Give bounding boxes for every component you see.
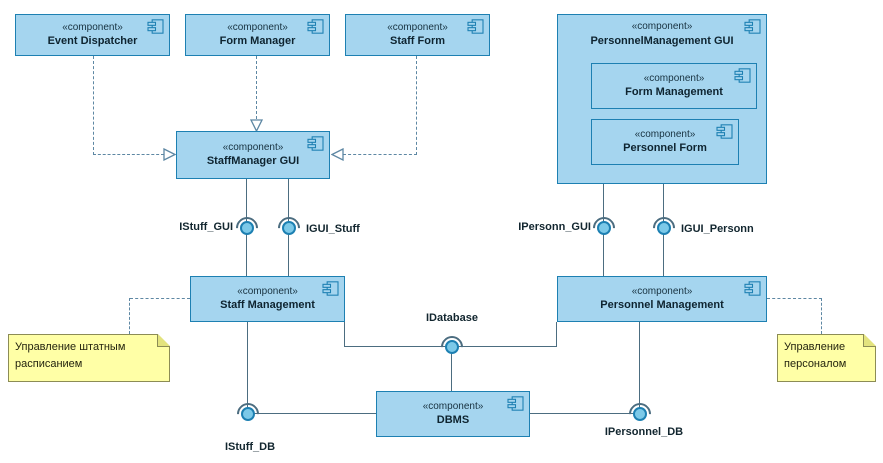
dependency-line-staff-form-v [416, 56, 417, 155]
note-staff-management[interactable]: Управление штатным расписанием [8, 334, 170, 382]
ball-igui-stuff-icon[interactable] [282, 221, 296, 235]
component-name-label: StaffManager GUI [206, 155, 300, 168]
component-icon [467, 19, 484, 34]
component-icon [147, 19, 164, 34]
component-icon [307, 19, 324, 34]
ball-ipersonn-gui-icon[interactable] [597, 221, 611, 235]
dependency-line-event-dispatcher-h [93, 154, 164, 155]
stereotype-label: «component» [237, 285, 298, 297]
note-text: Управление персоналом [784, 341, 847, 370]
component-dbms[interactable]: «component» DBMS [376, 391, 530, 437]
note-fold-icon [863, 334, 876, 347]
component-icon [744, 281, 761, 296]
component-icon [744, 19, 761, 34]
component-personnel-form[interactable]: «component» Personnel Form [591, 119, 739, 165]
dependency-arrow-down-icon [250, 119, 263, 132]
connector-idatabase-dbms-line [451, 347, 452, 392]
interface-label-ipersonn-gui: IPersonn_GUI [518, 221, 591, 233]
stereotype-label: «component» [387, 21, 448, 33]
component-icon [507, 396, 524, 411]
interface-label-idatabase: IDatabase [426, 312, 478, 324]
note-text: Управление штатным расписанием [15, 341, 126, 370]
component-staffmanager-gui[interactable]: «component» StaffManager GUI [176, 131, 330, 179]
connector-ipersonnel-db-v-line [639, 322, 640, 414]
dependency-line-event-dispatcher-v [93, 56, 94, 155]
component-name-label: DBMS [436, 414, 470, 427]
stereotype-label: «component» [422, 400, 484, 412]
stereotype-label: «component» [634, 128, 696, 140]
component-staff-form[interactable]: «component» Staff Form [345, 14, 490, 56]
component-name-label: Staff Management [220, 299, 315, 312]
component-form-management[interactable]: «component» Form Management [591, 63, 757, 109]
interface-label-igui-stuff: IGUI_Stuff [306, 223, 360, 235]
component-name-label: Event Dispatcher [47, 35, 138, 48]
note-anchor-personnel-h [767, 298, 822, 299]
note-anchor-staff-h [130, 298, 190, 299]
stereotype-label: «component» [62, 21, 123, 33]
ball-ipersonnel-db-icon[interactable] [633, 407, 647, 421]
component-icon [716, 124, 733, 139]
interface-label-istuff-gui: IStuff_GUI [179, 221, 233, 233]
ball-idatabase-icon[interactable] [445, 340, 459, 354]
component-name-label: Personnel Management [600, 299, 724, 312]
component-icon [734, 68, 751, 83]
component-personnel-management[interactable]: «component» Personnel Management [557, 276, 767, 322]
interface-label-igui-personn: IGUI_Personn [681, 223, 754, 235]
component-personnel-management-gui[interactable]: «component» PersonnelManagement GUI «com… [557, 14, 767, 184]
component-icon [322, 281, 339, 296]
dependency-line-form-manager-v [256, 56, 257, 119]
component-icon [307, 136, 324, 151]
connector-istuff-db-v-line [247, 322, 248, 414]
interface-label-ipersonnel-db: IPersonnel_DB [604, 426, 684, 438]
ball-igui-personn-icon[interactable] [657, 221, 671, 235]
connector-idatabase-right-stub [556, 322, 557, 347]
dependency-arrow-right-icon [163, 148, 176, 161]
stereotype-label: «component» [222, 141, 284, 153]
note-fold-icon [157, 334, 170, 347]
note-anchor-personnel-v [821, 298, 822, 334]
note-anchor-staff-v [129, 298, 130, 334]
connector-ipersonnel-db-h-line [530, 413, 640, 414]
component-staff-management[interactable]: «component» Staff Management [190, 276, 345, 322]
stereotype-label: «component» [227, 21, 288, 33]
component-event-dispatcher[interactable]: «component» Event Dispatcher [15, 14, 170, 56]
note-personnel-management[interactable]: Управление персоналом [777, 334, 876, 382]
connector-istuff-db-h-line [247, 413, 376, 414]
connector-idatabase-left-stub [344, 322, 345, 347]
dependency-line-staff-form-h [343, 154, 417, 155]
stereotype-label: «component» [643, 72, 705, 84]
component-name-label: PersonnelManagement GUI [590, 34, 734, 47]
ball-istuff-gui-icon[interactable] [240, 221, 254, 235]
component-name-label: Form Management [625, 86, 723, 99]
component-name-label: Form Manager [219, 35, 296, 48]
component-name-label: Staff Form [390, 35, 445, 48]
stereotype-label: «component» [631, 21, 693, 32]
component-form-manager[interactable]: «component» Form Manager [185, 14, 330, 56]
ball-istuff-db-icon[interactable] [241, 407, 255, 421]
interface-label-istuff-db: IStuff_DB [224, 441, 276, 453]
stereotype-label: «component» [631, 285, 693, 297]
dependency-arrow-left-icon [331, 148, 344, 161]
component-name-label: Personnel Form [623, 142, 707, 155]
